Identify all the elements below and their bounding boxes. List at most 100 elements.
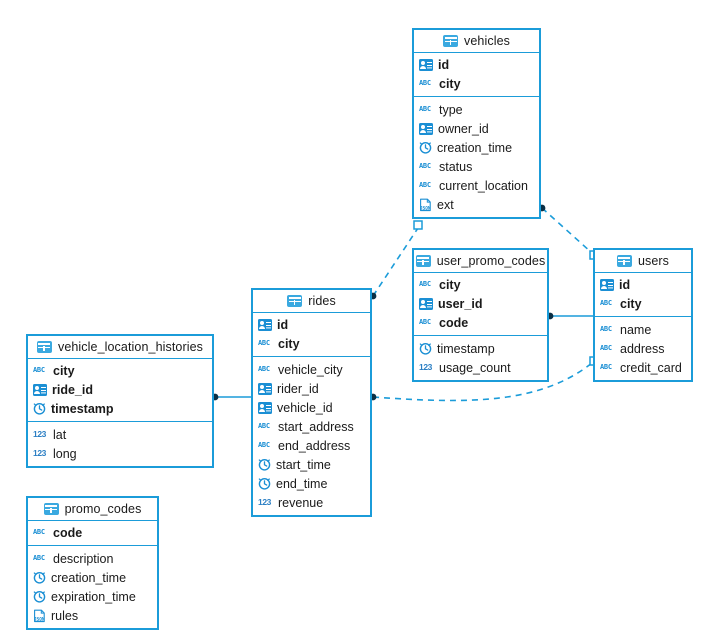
field-label: creation_time <box>51 570 127 585</box>
abc-string-icon: ABC <box>419 79 431 87</box>
column-row[interactable]: creation_time <box>28 568 157 587</box>
id-card-icon <box>419 122 433 135</box>
field-label: id <box>277 317 289 332</box>
field-label: id <box>619 277 631 292</box>
table-grid-icon <box>443 35 459 47</box>
table-header-vehicle_location_histories[interactable]: vehicle_location_histories <box>28 336 212 359</box>
clock-icon <box>33 402 46 415</box>
table-header-user_promo_codes[interactable]: user_promo_codes <box>414 250 547 273</box>
123-number-icon: 123 <box>33 448 46 458</box>
field-label: status <box>439 159 473 174</box>
table-title: promo_codes <box>64 502 142 516</box>
primary-key-row[interactable]: id <box>414 55 539 74</box>
primary-key-row[interactable]: user_id <box>414 294 547 313</box>
table-header-rides[interactable]: rides <box>253 290 370 313</box>
field-label: description <box>53 551 114 566</box>
field-label: lat <box>53 427 67 442</box>
abc-string-icon: ABC <box>419 280 431 288</box>
primary-key-row[interactable]: ride_id <box>28 380 212 399</box>
id-card-icon <box>419 297 433 310</box>
clock-icon <box>258 458 271 471</box>
column-row[interactable]: creation_time <box>414 138 539 157</box>
abc-string-icon: ABC <box>419 105 431 113</box>
table-title: rides <box>308 294 336 308</box>
field-label: ext <box>437 197 454 212</box>
primary-key-row[interactable]: id <box>595 275 691 294</box>
primary-key-row[interactable]: id <box>253 315 370 334</box>
table-header-promo_codes[interactable]: promo_codes <box>28 498 157 521</box>
field-label: creation_time <box>437 140 513 155</box>
abc-string-icon: ABC <box>33 366 45 374</box>
field-label: expiration_time <box>51 589 136 604</box>
table-header-users[interactable]: users <box>595 250 691 273</box>
table-grid-icon <box>36 341 52 353</box>
field-label: id <box>438 57 450 72</box>
abc-string-icon: ABC <box>258 441 270 449</box>
table-title: users <box>637 254 670 268</box>
clock-icon <box>33 590 46 603</box>
column-row[interactable]: vehicle_id <box>253 398 370 417</box>
field-label: city <box>439 277 461 292</box>
field-label: vehicle_city <box>278 362 343 377</box>
field-label: address <box>620 341 665 356</box>
id-card-icon <box>258 401 272 414</box>
field-label: user_id <box>438 296 483 311</box>
column-row[interactable]: start_time <box>253 455 370 474</box>
table-grid-icon <box>616 255 632 267</box>
clock-icon <box>419 342 432 355</box>
table-header-vehicles[interactable]: vehicles <box>414 30 539 53</box>
column-row[interactable]: timestamp <box>414 339 547 358</box>
column-row[interactable]: owner_id <box>414 119 539 138</box>
column-row[interactable]: expiration_time <box>28 587 157 606</box>
id-card-icon <box>258 382 272 395</box>
abc-string-icon: ABC <box>258 422 270 430</box>
123-number-icon: 123 <box>258 497 271 507</box>
primary-key-row[interactable]: timestamp <box>28 399 212 418</box>
table-title: vehicles <box>464 34 510 48</box>
field-label: start_time <box>276 457 331 472</box>
table-title: user_promo_codes <box>436 254 546 268</box>
field-label: rules <box>51 608 79 623</box>
field-label: code <box>53 525 83 540</box>
column-row[interactable]: rider_id <box>253 379 370 398</box>
primary-key-row[interactable]: ABC city <box>414 275 547 294</box>
table-grid-icon <box>43 503 59 515</box>
column-row[interactable]: end_time <box>253 474 370 493</box>
